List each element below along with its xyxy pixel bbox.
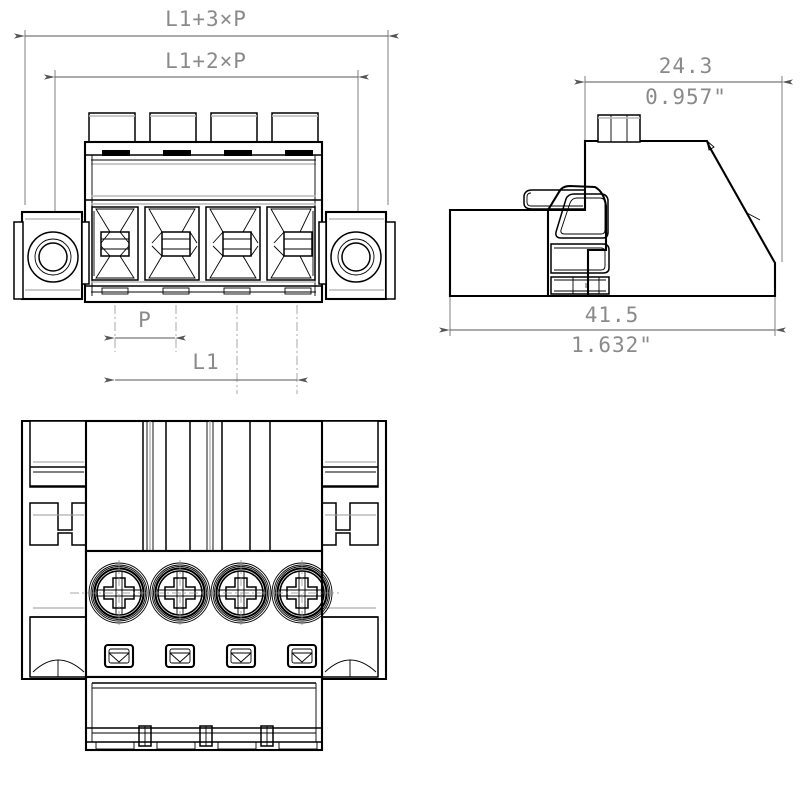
bottom-view-upper-housing [84,419,324,554]
dimension-label-length-mm: 41.5 [585,303,640,327]
dimension-label-length-inch: 1.632" [571,333,653,357]
front-view-contact-cavities [91,206,316,281]
side-view-top-boss [597,114,641,143]
dimension-label-pitch: P [138,308,152,332]
dimension-length: 41.5 1.632" [439,303,786,357]
dimension-label-overall-width: L1+3×P [165,7,247,31]
side-view: 24.3 0.957" 41.5 1.632" [439,54,793,357]
bottom-view-screws [70,560,340,628]
bottom-view [20,419,388,752]
front-view: L1+3×P L1+2×P P L1 [13,7,399,394]
dimension-height: 24.3 0.957" [574,54,793,109]
dimension-flange-span: L1+2×P [44,49,369,80]
dimension-label-height-inch: 0.957" [645,85,727,109]
dimension-label-pole-span: L1 [192,350,219,374]
side-view-lever [523,189,586,210]
dimension-pitch: P [104,308,186,341]
wire-port [225,643,257,669]
wire-port [164,643,196,669]
front-view-bottom-tabs [101,287,312,295]
wire-port [103,643,135,669]
contact-cavity [205,206,261,281]
side-view-body [448,139,777,298]
dimension-overall-width: L1+3×P [14,7,399,39]
front-view-left-flange [13,210,90,301]
bottom-view-wire-ports [103,643,318,669]
front-view-top-lugs [88,112,319,145]
contact-cavity [144,206,200,281]
dimension-pole-span: L1 [104,350,308,383]
bottom-view-skirt [84,675,324,752]
side-view-clamp-block [546,184,610,298]
wire-port [286,643,318,669]
front-view-body [83,140,324,304]
dimension-label-flange-span: L1+2×P [165,49,247,73]
front-view-right-flange [318,210,396,301]
contact-cavity [266,206,316,281]
contact-cavity [91,206,139,281]
bottom-view-left-wing [20,419,88,681]
dimension-label-height-mm: 24.3 [659,54,714,78]
front-view-top-tabs [102,150,313,156]
